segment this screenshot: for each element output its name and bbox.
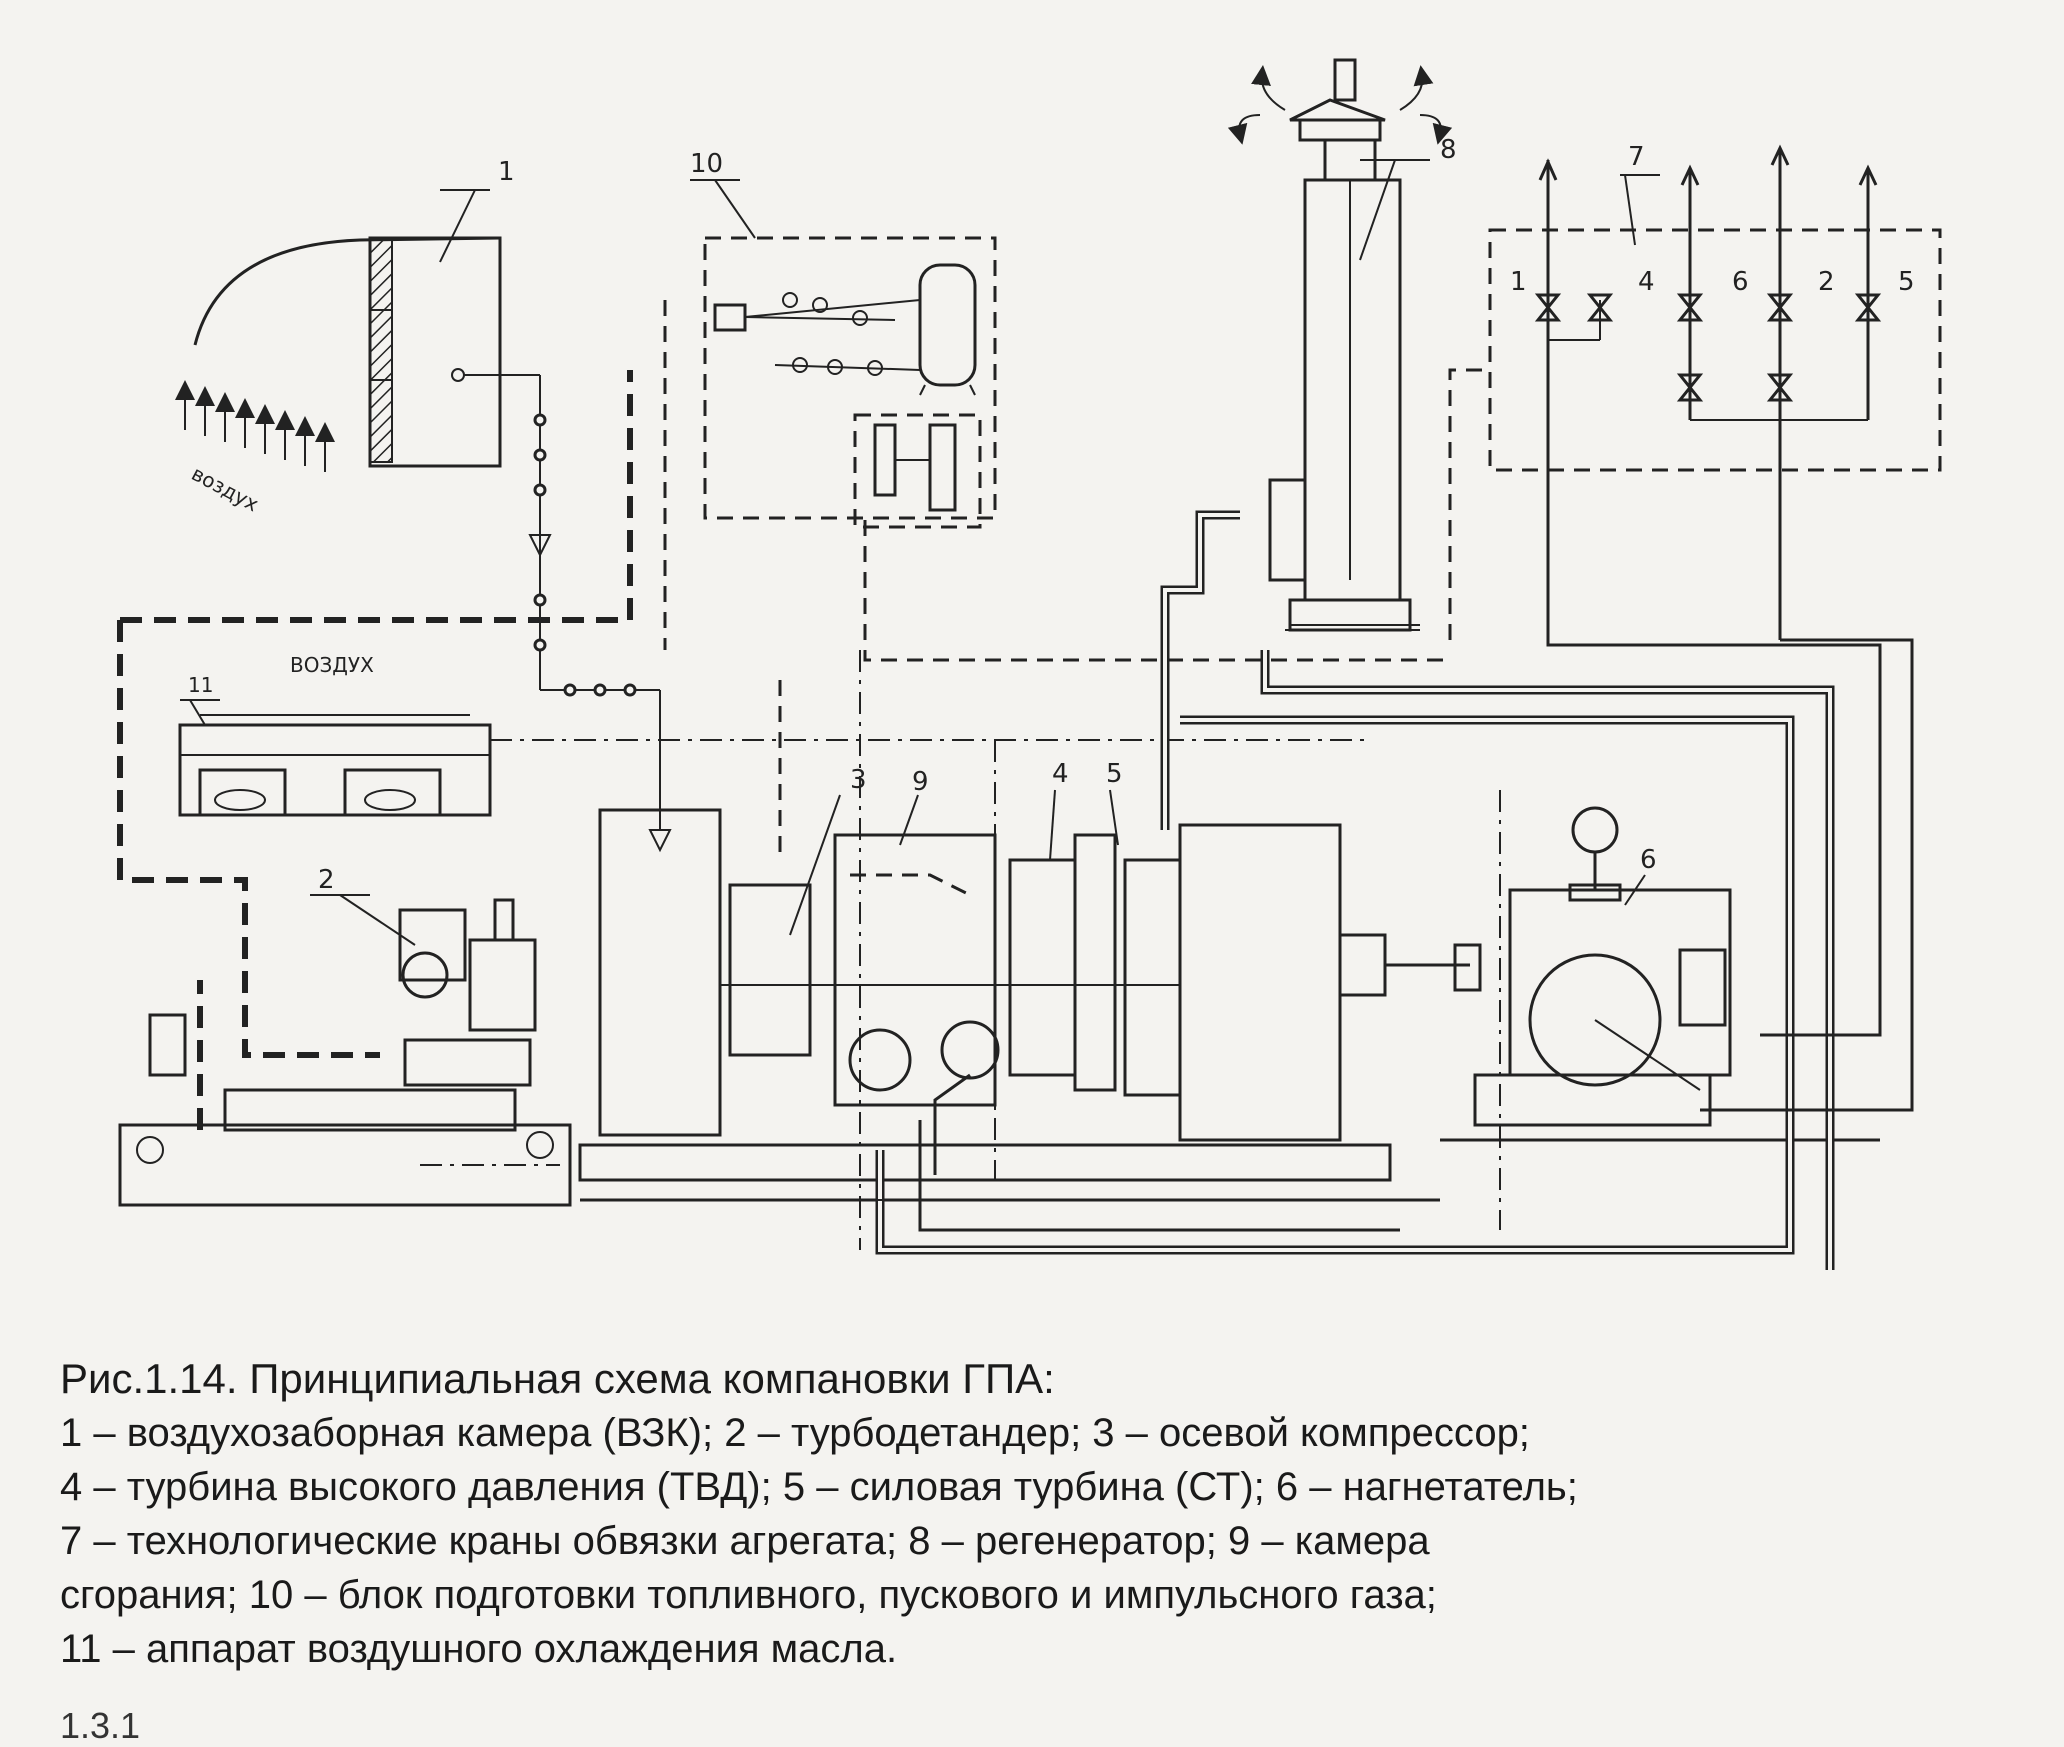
label-1: 1 xyxy=(498,157,515,187)
air-arrows xyxy=(175,380,335,472)
coupling xyxy=(1338,933,1387,997)
coupling-right xyxy=(1453,943,1482,992)
label-6: 6 xyxy=(1640,845,1657,875)
valve-label-6: 6 xyxy=(1732,267,1749,297)
label-5: 5 xyxy=(1106,759,1123,789)
label-11: 11 xyxy=(188,673,213,697)
regenerator: 8 xyxy=(1227,58,1457,632)
air-intake-chamber: 1 воздух xyxy=(175,157,540,516)
base-frame xyxy=(118,1013,1880,1207)
figure-caption: Рис.1.14. Принципиальная схема компановк… xyxy=(60,1352,2020,1676)
label-3: 3 xyxy=(850,765,867,795)
fuel-gas-preparation-block: 10 xyxy=(690,149,997,529)
oil-air-cooler: 11 ВОЗДУХ xyxy=(178,653,492,817)
oil-lines xyxy=(117,300,782,1130)
caption-title: Рис.1.14. Принципиальная схема компановк… xyxy=(60,1355,1055,1402)
caption-line-1: 1 – воздухозаборная камера (ВЗК); 2 – ту… xyxy=(60,1411,1530,1455)
label-2: 2 xyxy=(318,865,335,895)
gas-turbine-engine: 3 9 4 5 xyxy=(720,759,1182,1107)
ground xyxy=(580,624,1440,1201)
valve-label-2: 2 xyxy=(1818,267,1835,297)
turbo-expander: 2 xyxy=(310,865,537,1087)
air-cooler-label: ВОЗДУХ xyxy=(290,653,374,677)
gas-supercharger: 6 xyxy=(1473,806,1732,1127)
air-intake-label: воздух xyxy=(188,461,263,516)
caption-line-4: сгорания; 10 – блок подготовки топливног… xyxy=(60,1573,1437,1617)
valve-label-4: 4 xyxy=(1638,267,1655,297)
caption-line-2: 4 – турбина высокого давления (ТВД); 5 –… xyxy=(60,1465,1578,1509)
label-4: 4 xyxy=(1052,759,1069,789)
label-9: 9 xyxy=(912,767,929,797)
process-gas-piping xyxy=(863,368,1914,1270)
technological-valves-block: 7 1 4 6 2 5 xyxy=(1488,142,1942,640)
valve-label-5: 5 xyxy=(1898,267,1915,297)
next-section-fragment: 1.3.1 xyxy=(60,1705,141,1746)
gpu-layout-diagram: 1 воздух 10 xyxy=(117,58,1942,1270)
caption-line-3: 7 – технологические краны обвязки агрега… xyxy=(60,1519,1430,1563)
label-10: 10 xyxy=(690,149,723,179)
main-housing-left xyxy=(598,808,722,1137)
valve-label-1: 1 xyxy=(1510,267,1527,297)
label-8: 8 xyxy=(1440,135,1457,165)
signal-line-air xyxy=(528,375,672,853)
turbine-casing xyxy=(1178,823,1342,1142)
caption-line-5: 11 – аппарат воздушного охлаждения масла… xyxy=(60,1627,898,1671)
label-7: 7 xyxy=(1628,142,1645,172)
